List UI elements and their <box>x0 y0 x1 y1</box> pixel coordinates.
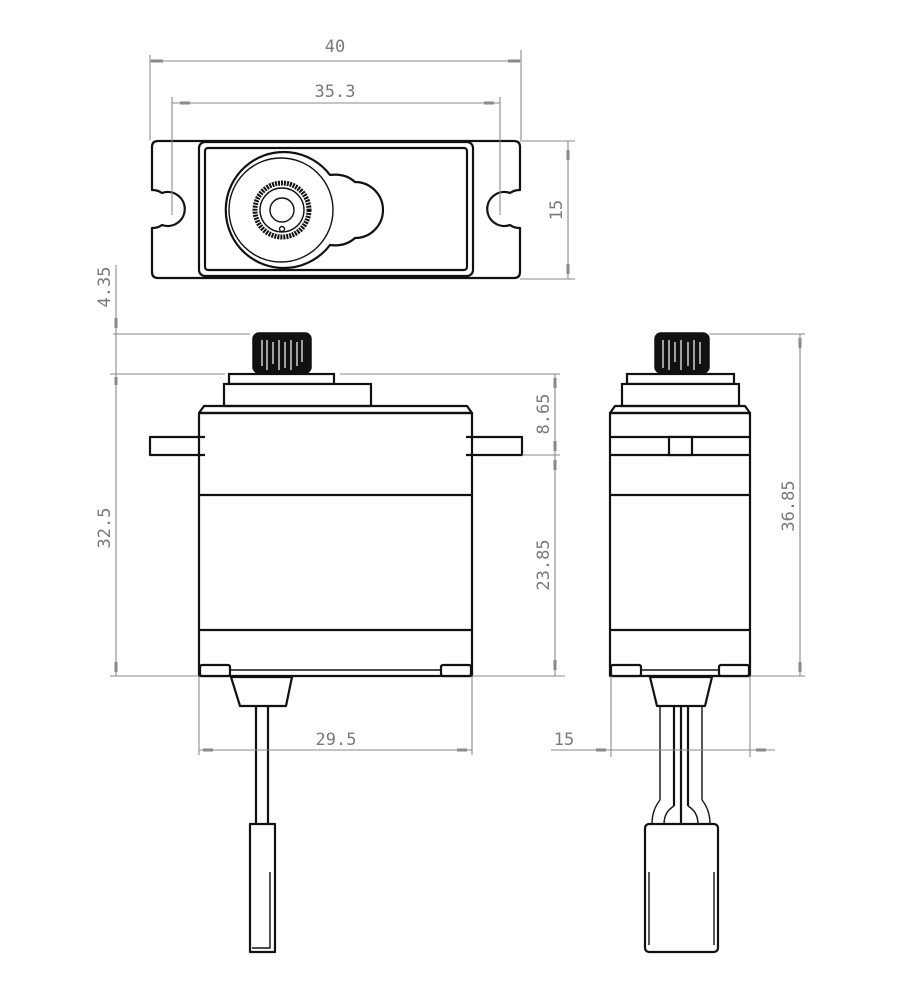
dim-side-width: 15 <box>554 730 574 750</box>
top-view <box>150 139 522 280</box>
dim-overall-height: 36.85 <box>779 480 799 531</box>
dim-mount-hole-spacing: 35.3 <box>315 82 356 102</box>
top-view-dimensions: 40 35.3 15 <box>149 37 575 280</box>
side-view-dimensions: 36.85 15 <box>551 333 805 757</box>
front-view-dimensions: 4.35 32.5 8.65 23.85 29.5 <box>95 265 565 755</box>
dim-flange-to-bottom: 23.85 <box>534 539 554 590</box>
side-view <box>608 332 752 954</box>
dim-body-height: 32.5 <box>95 508 115 549</box>
dim-top-to-flange: 8.65 <box>534 394 554 435</box>
dim-body-length: 29.5 <box>316 730 357 750</box>
dim-top-width: 15 <box>547 200 567 220</box>
front-view <box>148 332 524 954</box>
dim-overall-length: 40 <box>325 37 345 57</box>
dim-spline-height: 4.35 <box>95 267 115 308</box>
